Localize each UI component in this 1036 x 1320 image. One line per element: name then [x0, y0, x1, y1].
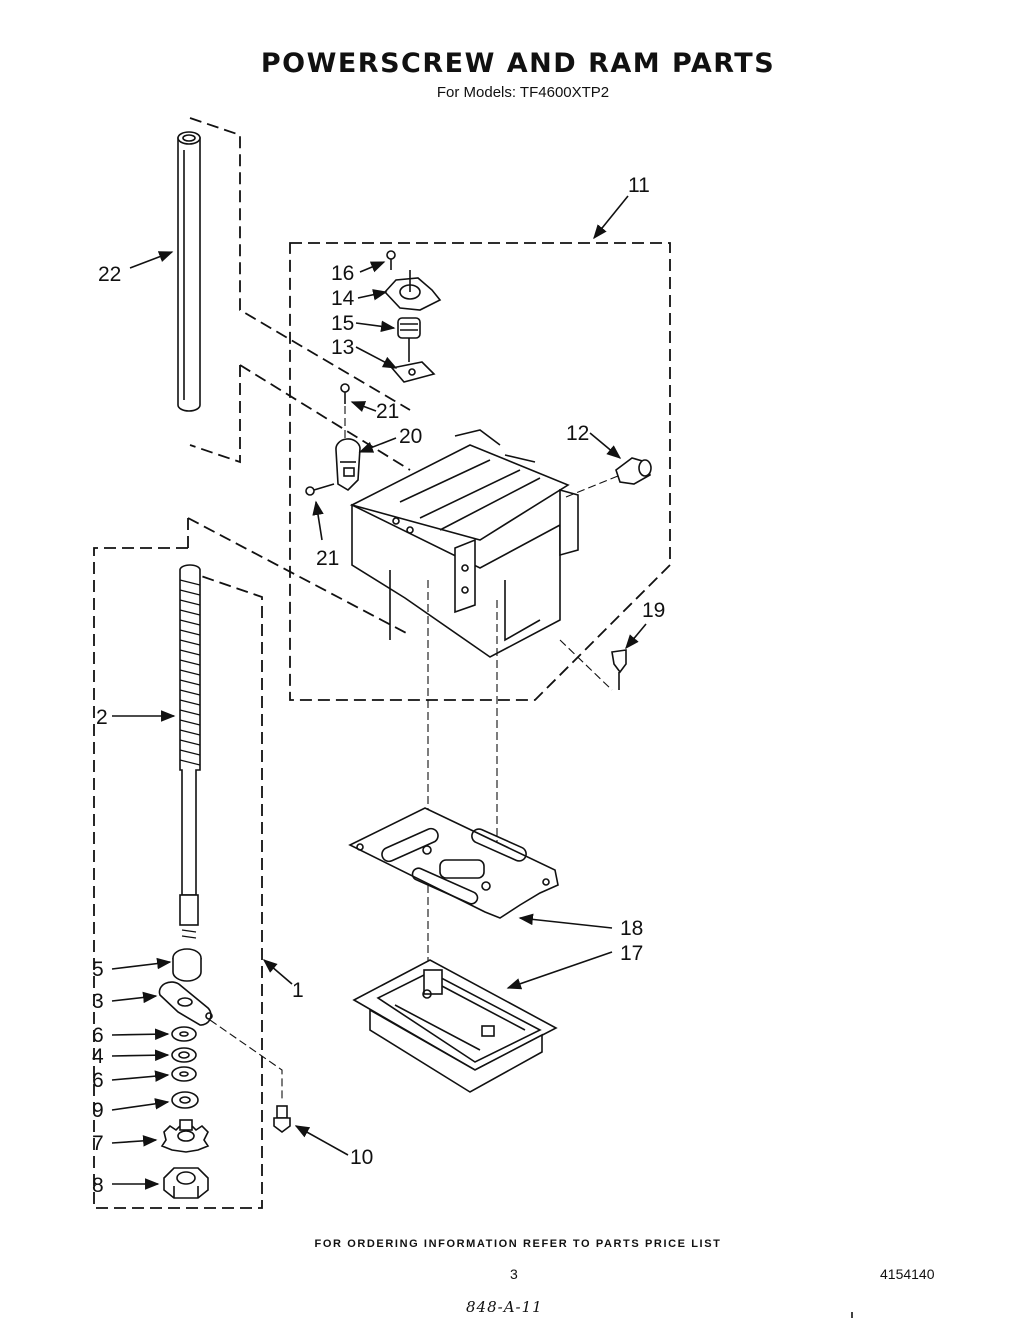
ram-tube-part-22: [177, 131, 201, 412]
washer-part-6-upper: [171, 1026, 197, 1042]
callout-leaders: [111, 195, 647, 1190]
assembly-1-boundary: [93, 547, 263, 1209]
sprocket-part-7: [160, 1119, 210, 1153]
plug-part-19: [611, 649, 627, 690]
ram-tube-dashed-outline: [189, 117, 411, 471]
model-subtitle: For Models: TF4600XTP2: [436, 84, 610, 101]
screw-part-21-side: [305, 483, 335, 496]
callout-12: 12: [566, 422, 589, 445]
bolt-10-alignment-line: [209, 1019, 283, 1100]
clip-12-alignment-line: [565, 475, 619, 498]
callout-14: 14: [331, 287, 355, 310]
mounting-plate-part-3: [158, 981, 213, 1026]
washer-part-9: [171, 1091, 199, 1109]
washer-part-4: [171, 1047, 197, 1063]
callout-6-upper: 6: [92, 1024, 104, 1047]
page-number: 3: [510, 1266, 518, 1282]
screw-part-16: [386, 250, 396, 270]
callout-18: 18: [620, 917, 643, 940]
bolt-part-10: [273, 1105, 291, 1133]
callout-15: 15: [331, 312, 354, 335]
assembly-11-boundary: [289, 242, 671, 701]
clip-part-12: [615, 457, 652, 485]
gearbox-housing: [349, 429, 579, 658]
callout-22: 22: [98, 263, 121, 286]
bearing-part-5: [172, 948, 202, 982]
callout-3: 3: [92, 990, 104, 1013]
document-number: 4154140: [880, 1266, 935, 1282]
powerscrew-dashed-outline: [187, 517, 411, 636]
ordering-note: FOR ORDERING INFORMATION REFER TO PARTS …: [314, 1238, 722, 1250]
callout-5: 5: [92, 958, 104, 981]
bracket-part-20: [335, 438, 361, 492]
callout-17: 17: [620, 942, 643, 965]
callout-2: 2: [96, 706, 108, 729]
pan-part-17: [352, 959, 558, 1093]
callout-20: 20: [399, 425, 422, 448]
plug-19-alignment-line: [559, 639, 613, 691]
callout-21-top: 21: [376, 400, 399, 423]
callout-9: 9: [92, 1099, 104, 1122]
callout-8: 8: [92, 1174, 104, 1197]
callout-4: 4: [92, 1045, 104, 1068]
callout-6-lower: 6: [92, 1069, 104, 1092]
plate-part-13: [390, 361, 436, 383]
gasket-part-18: [348, 807, 559, 919]
handwritten-note: 848-A-11: [466, 1298, 543, 1316]
callout-1: 1: [292, 979, 304, 1002]
washer-part-6-lower: [171, 1066, 197, 1082]
screw-part-21-top: [340, 383, 350, 404]
nut-part-8: [163, 1167, 209, 1199]
callout-10: 10: [350, 1146, 373, 1169]
bearing-housing-part-14: [383, 270, 442, 311]
powerscrew-part-2: [179, 564, 201, 939]
callout-21-side: 21: [316, 547, 339, 570]
gear-part-15: [397, 317, 421, 362]
callout-13: 13: [331, 336, 354, 359]
callout-7: 7: [92, 1132, 104, 1155]
page-title: POWERSCREW AND RAM PARTS: [260, 48, 776, 79]
callout-19: 19: [642, 599, 665, 622]
callout-11: 11: [628, 174, 650, 197]
callout-16: 16: [331, 262, 354, 285]
